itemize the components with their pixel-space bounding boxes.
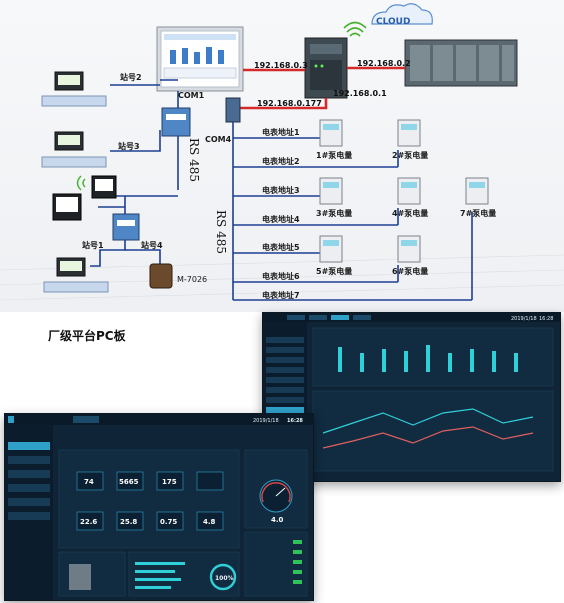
rs485-label-right: RS 485 bbox=[214, 210, 228, 254]
meter-address-label: 电表地址1 bbox=[262, 127, 300, 137]
energy-meter bbox=[397, 235, 421, 263]
com4-label: COM4 bbox=[205, 135, 232, 144]
plc-rack bbox=[404, 39, 518, 87]
wifi-icon bbox=[343, 21, 367, 37]
right-rs485-bus bbox=[232, 122, 473, 301]
flow-meter-device bbox=[43, 257, 109, 293]
dashboard-screenshot-front: 2019/1/18 16:28 74 5665 175 22.6 25.8 0.… bbox=[4, 413, 314, 601]
energy-meter bbox=[319, 119, 343, 147]
energy-meter bbox=[397, 177, 421, 205]
reading-value: 22.6 bbox=[80, 518, 97, 526]
controller-device bbox=[91, 175, 117, 199]
meter-address-label: 电表地址2 bbox=[262, 156, 300, 166]
front-date: 2019/1/18 bbox=[253, 418, 279, 424]
ip-plc: 192.168.0.2 bbox=[357, 59, 411, 68]
station-label: 站号4 bbox=[141, 240, 163, 250]
rs485-converter-top bbox=[161, 107, 191, 137]
front-time: 16:28 bbox=[287, 418, 303, 424]
gauge-value: 4.0 bbox=[271, 516, 284, 524]
meter-address-label: 电表地址5 bbox=[262, 242, 300, 252]
io-module-device bbox=[149, 263, 173, 289]
ip-com4: 192.168.0.177 bbox=[257, 99, 322, 108]
back-bar-group bbox=[338, 345, 518, 372]
energy-meter bbox=[319, 235, 343, 263]
reading-value: 175 bbox=[162, 478, 177, 486]
pump-meter-label: 5#泵电量 bbox=[316, 266, 352, 276]
pressure-gauge bbox=[259, 479, 293, 513]
network-topology-diagram: CLOUD 19 bbox=[0, 0, 564, 312]
meter-address-label: 电表地址3 bbox=[262, 185, 300, 195]
tank-icon bbox=[69, 564, 91, 590]
reading-value: 4.8 bbox=[203, 518, 216, 526]
hmi-touch-panel bbox=[156, 26, 244, 92]
pump-meter-label: 2#泵电量 bbox=[392, 150, 428, 160]
pump-meter-label: 7#泵电量 bbox=[460, 208, 496, 218]
controller-device bbox=[52, 193, 82, 221]
ip-panel: 192.168.0.3 bbox=[254, 61, 308, 70]
reading-value: 0.75 bbox=[160, 518, 177, 526]
serial-server-com4 bbox=[225, 97, 241, 123]
pump-meter-label: 4#泵电量 bbox=[392, 208, 428, 218]
flow-meter-device bbox=[41, 71, 107, 107]
meter-address-label: 电表地址7 bbox=[262, 290, 300, 300]
reading-value: 5665 bbox=[119, 478, 139, 486]
pc-platform-caption: 厂级平台PC板 bbox=[48, 329, 126, 343]
station-label: 站号2 bbox=[120, 72, 142, 82]
energy-meter bbox=[465, 177, 489, 205]
meter-address-label: 电表地址4 bbox=[262, 214, 300, 224]
reading-value: 25.8 bbox=[120, 518, 137, 526]
energy-meter bbox=[397, 119, 421, 147]
cloud-label: CLOUD bbox=[376, 17, 410, 27]
back-line-series bbox=[322, 408, 534, 449]
ip-gateway: 192.168.0.1 bbox=[333, 89, 387, 98]
percent-ring bbox=[209, 563, 237, 591]
station-label: 站号1 bbox=[82, 240, 104, 250]
rs485-converter-bottom bbox=[112, 213, 140, 241]
cloud-icon: CLOUD bbox=[371, 3, 433, 27]
station-label: 站号3 bbox=[118, 141, 140, 151]
back-date: 2019/1/18 bbox=[511, 316, 537, 322]
pump-meter-label: 3#泵电量 bbox=[316, 208, 352, 218]
pump-meter-label: 6#泵电量 bbox=[392, 266, 428, 276]
logo-mark bbox=[8, 416, 14, 423]
wifi-icon bbox=[76, 175, 86, 191]
gateway-device bbox=[304, 37, 348, 99]
rs485-label-left: RS 485 bbox=[187, 138, 201, 182]
back-time: 16:28 bbox=[539, 316, 553, 322]
module-label: M-7026 bbox=[177, 275, 207, 284]
percent-value: 100% bbox=[215, 575, 234, 582]
reading-value: 74 bbox=[84, 478, 94, 486]
dashboard-front-canvas: 2019/1/18 16:28 74 5665 175 22.6 25.8 0.… bbox=[5, 414, 313, 600]
ethernet-links bbox=[240, 66, 405, 110]
com1-label: COM1 bbox=[178, 91, 205, 100]
meter-address-label: 电表地址6 bbox=[262, 271, 300, 281]
energy-meter bbox=[319, 177, 343, 205]
flow-meter-device bbox=[41, 131, 107, 168]
pump-meter-label: 1#泵电量 bbox=[316, 150, 352, 160]
